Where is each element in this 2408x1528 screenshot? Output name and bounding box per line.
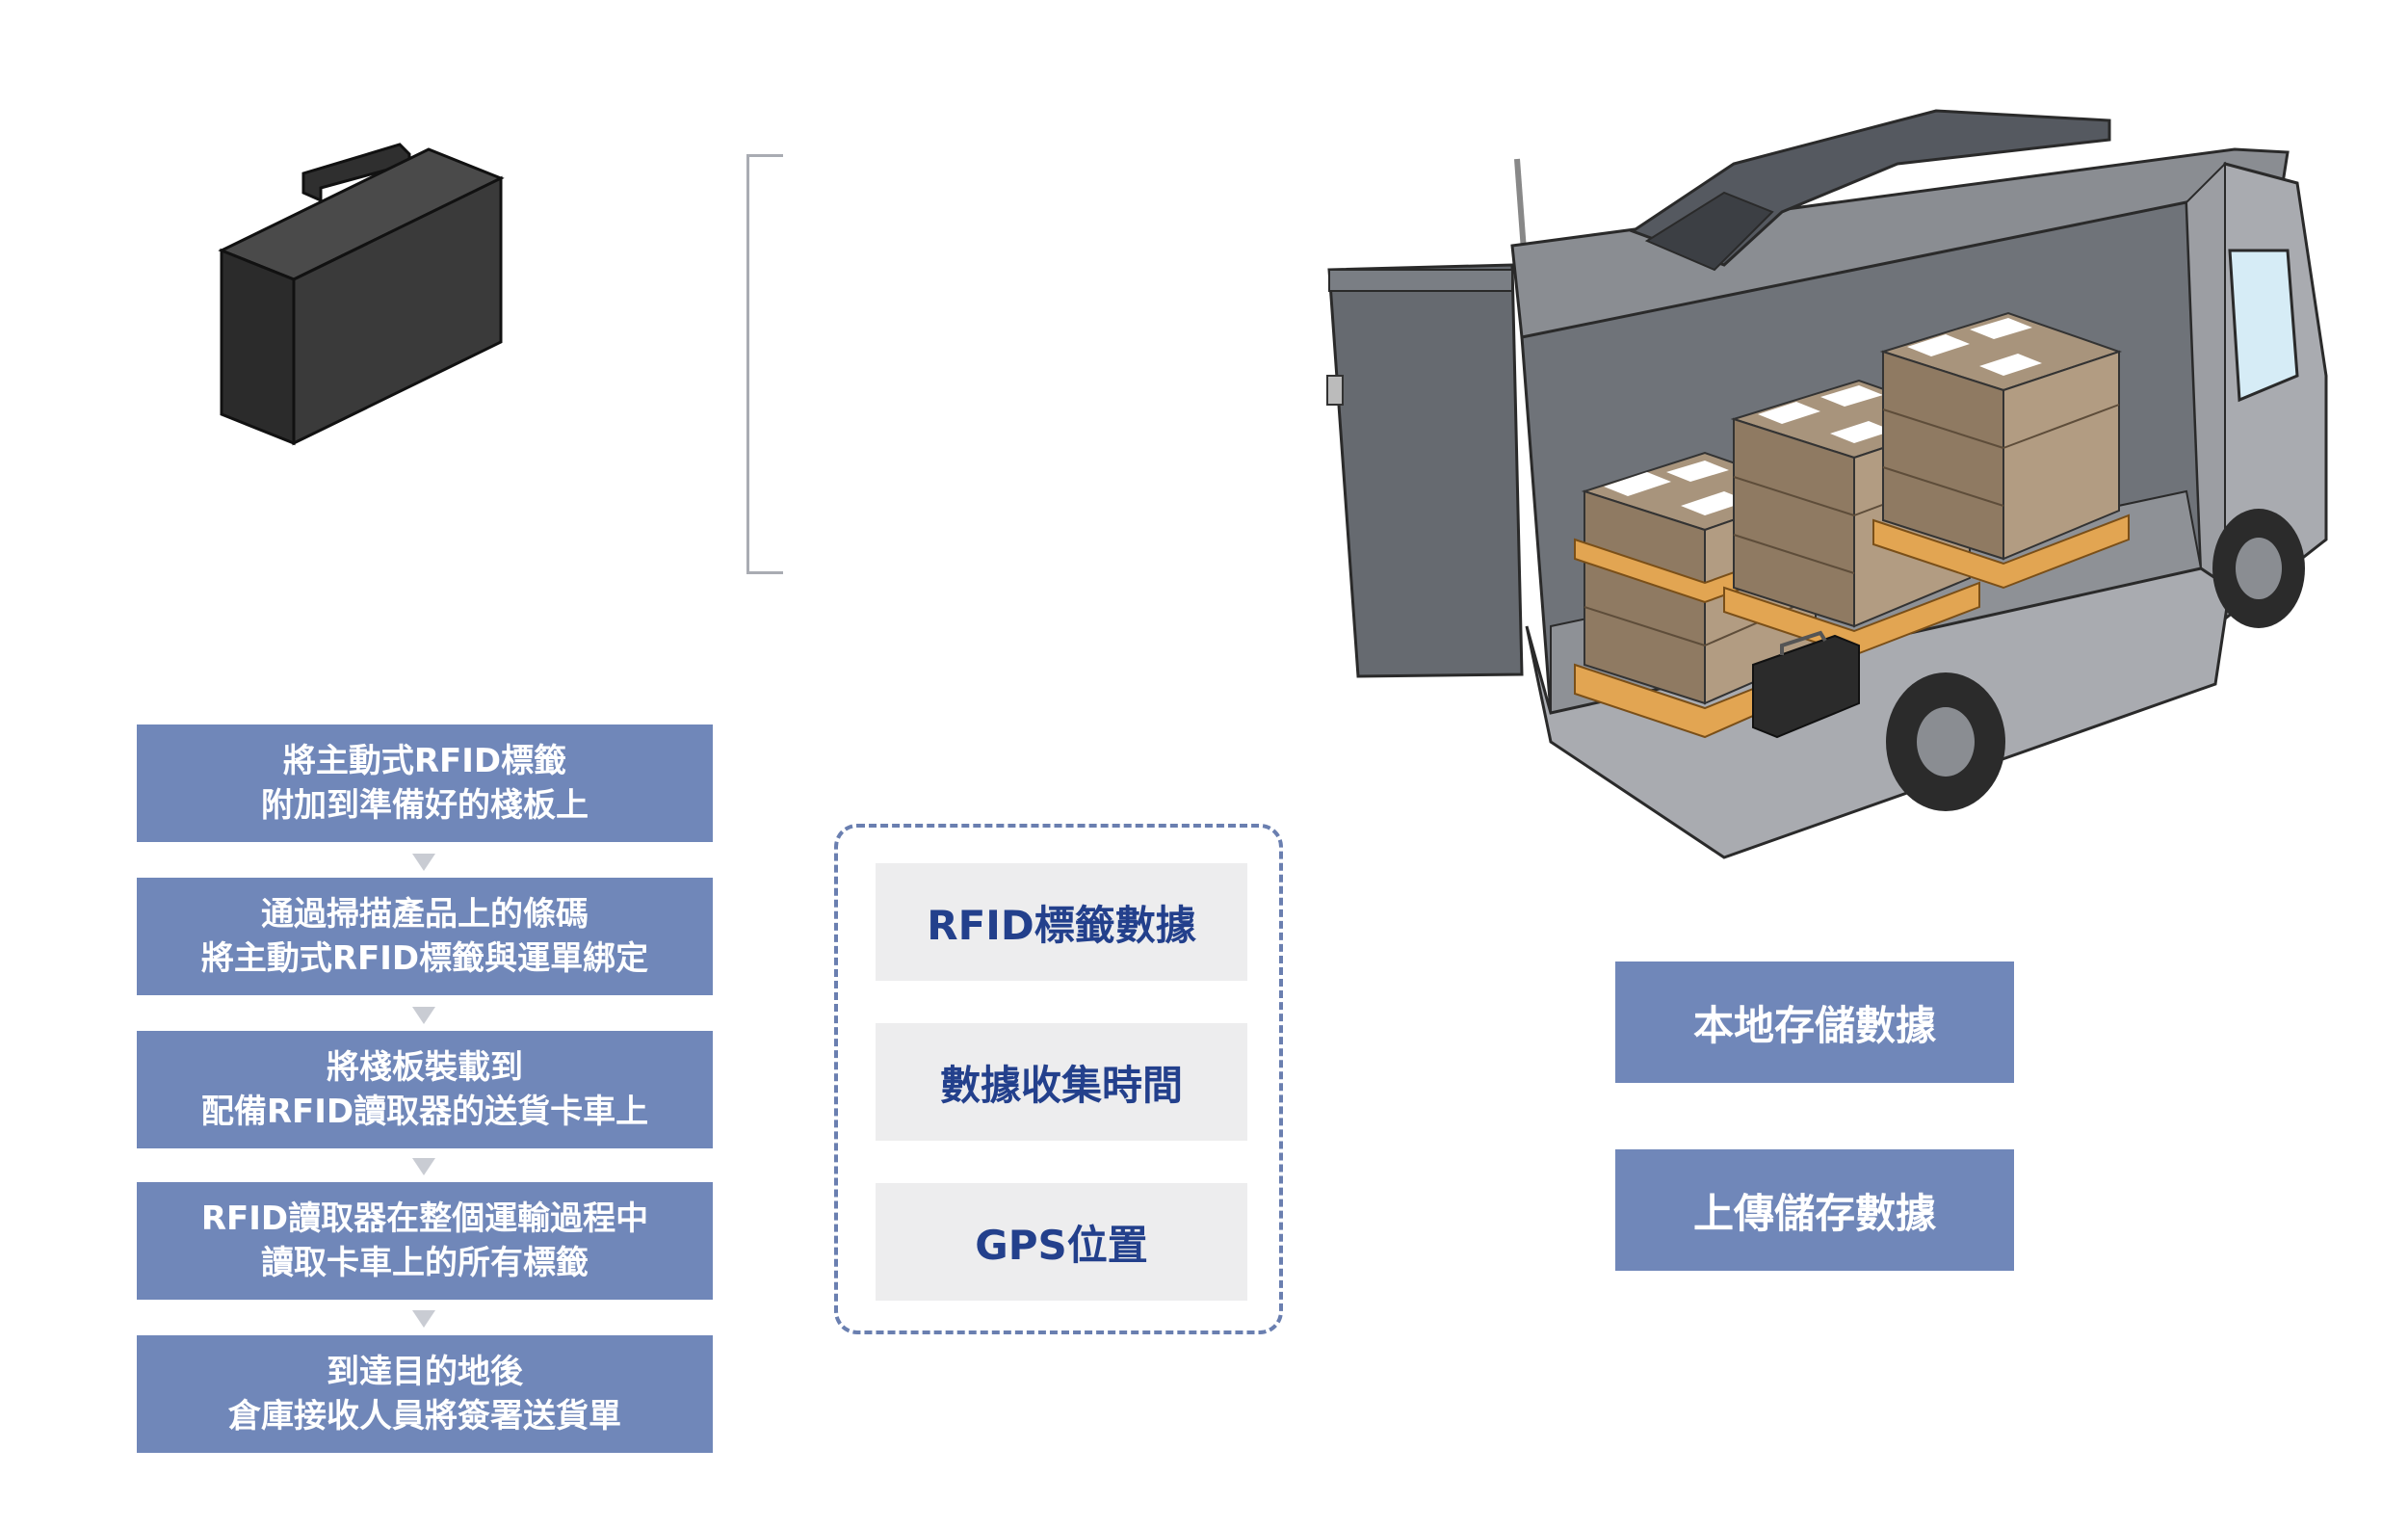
data-item-gps: GPS位置 <box>876 1183 1247 1301</box>
step-1-line1: 將主動式RFID標籤 <box>282 742 567 780</box>
step-5-line1: 到達目的地後 <box>327 1353 523 1391</box>
step-4-line1: RFID讀取器在整個運輸過程中 <box>200 1199 649 1238</box>
data-item-rfid: RFID標籤數據 <box>876 863 1247 981</box>
step-2-line1: 通過掃描產品上的條碼 <box>261 895 589 934</box>
step-1-line2: 附加到準備好的棧板上 <box>261 786 589 825</box>
down-arrow-icon <box>412 854 435 871</box>
step-2: 通過掃描產品上的條碼 將主動式RFID標籤與運單綁定 <box>137 878 713 995</box>
step-3-line1: 將棧板裝載到 <box>327 1048 523 1087</box>
step-3-line2: 配備RFID讀取器的送貨卡車上 <box>200 1093 649 1131</box>
down-arrow-icon <box>412 1158 435 1175</box>
step-4-line2: 讀取卡車上的所有標籤 <box>261 1244 589 1282</box>
local-storage-box: 本地存儲數據 <box>1615 962 2014 1083</box>
step-2-line2: 將主動式RFID標籤與運單綁定 <box>200 939 649 978</box>
bracket-line <box>746 154 783 574</box>
step-1: 將主動式RFID標籤 附加到準備好的棧板上 <box>137 724 713 842</box>
data-panel <box>834 824 1283 1334</box>
upload-storage-box: 上傳儲存數據 <box>1615 1149 2014 1271</box>
step-3: 將棧板裝載到 配備RFID讀取器的送貨卡車上 <box>137 1031 713 1148</box>
data-item-time: 數據收集時間 <box>876 1023 1247 1141</box>
rfid-reader-icon <box>218 143 505 446</box>
step-4: RFID讀取器在整個運輸過程中 讀取卡車上的所有標籤 <box>137 1182 713 1300</box>
step-5: 到達目的地後 倉庫接收人員將簽署送貨單 <box>137 1335 713 1453</box>
delivery-truck-icon <box>1326 109 2328 859</box>
down-arrow-icon <box>412 1310 435 1328</box>
step-5-line2: 倉庫接收人員將簽署送貨單 <box>228 1397 621 1436</box>
down-arrow-icon <box>412 1007 435 1024</box>
